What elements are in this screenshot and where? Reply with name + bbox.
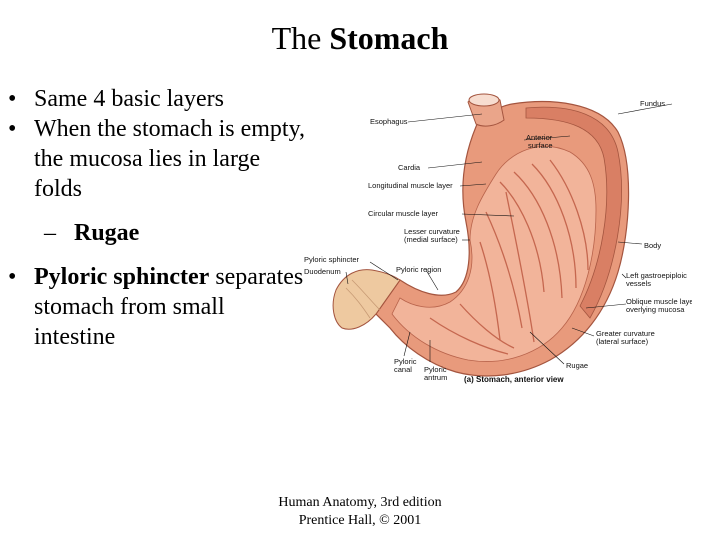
credit-text: Human Anatomy, 3rd edition Prentice Hall… (240, 494, 480, 530)
bullet-text: separates stomach from small intestine (34, 264, 304, 350)
duodenum (332, 269, 401, 330)
rugae-folds (429, 159, 589, 355)
label-duodenum: Duodenum (304, 267, 341, 276)
bullet-item: • When the stomach is empty, the mucosa … (6, 114, 306, 204)
duodenum-texture (345, 279, 381, 319)
credit-line: Prentice Hall, © 2001 (298, 513, 422, 528)
label-circular-muscle: Circular muscle layer (368, 209, 439, 218)
bullet-text: Same 4 basic layers (34, 86, 224, 112)
leader-lines (345, 103, 673, 365)
esophagus-opening (468, 93, 500, 107)
label-body: Body (644, 241, 661, 250)
label-rugae: Rugae (566, 361, 588, 370)
sub-bullet-item: – Rugae (6, 218, 306, 248)
label-lesser-curvature: Lesser curvature(medial surface) (404, 227, 460, 244)
bullet-bold-text: Pyloric sphincter (34, 264, 210, 290)
bullet-item: • Pyloric sphincter separates stomach fr… (6, 262, 306, 352)
bullet-text: When the stomach is empty, the mucosa li… (34, 116, 306, 202)
label-pyloric-region: Pyloric region (396, 265, 441, 274)
sub-bullet-text: Rugae (74, 220, 140, 246)
label-esophagus: Esophagus (370, 117, 408, 126)
label-greater-curvature: Greater curvature(lateral surface) (596, 329, 655, 346)
mucosa-interior (391, 146, 597, 362)
bullet-marker: • (8, 264, 17, 290)
label-cardia: Cardia (398, 163, 421, 172)
label-fundus: Fundus (640, 99, 665, 108)
figure-caption: (a) Stomach, anterior view (464, 375, 564, 384)
bullet-marker: • (8, 86, 17, 112)
slide-title: The Stomach (271, 20, 449, 56)
bullet-item: • Same 4 basic layers (6, 84, 306, 114)
label-pyloric-sphincter: Pyloric sphincter (304, 255, 360, 264)
bullet-list: • Same 4 basic layers • When the stomach… (6, 84, 306, 352)
credit-line: Human Anatomy, 3rd edition (278, 495, 442, 510)
bullet-marker: • (8, 116, 17, 142)
dash-marker: – (44, 220, 56, 246)
label-longitudinal-muscle: Longitudinal muscle layer (368, 181, 453, 190)
muscle-layer (525, 106, 622, 319)
